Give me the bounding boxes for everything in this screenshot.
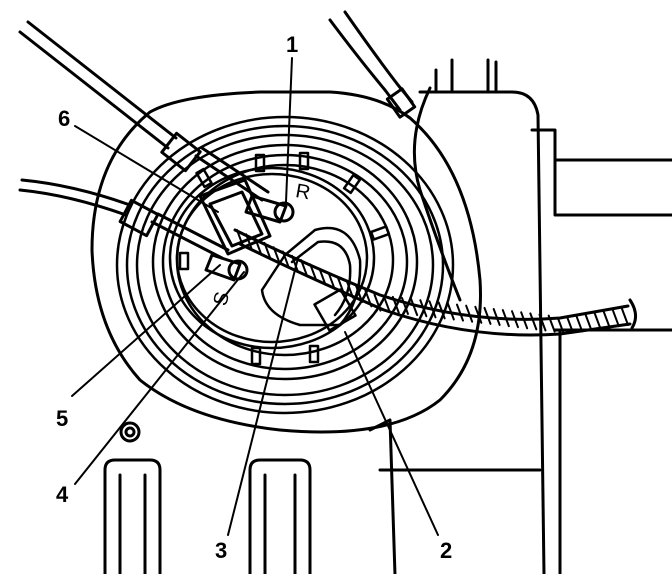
line-retainer-clip (198, 178, 272, 256)
harness-rib (538, 313, 547, 332)
leader-lines (71, 57, 439, 536)
harness-rib (336, 276, 345, 295)
leader-line-5 (71, 264, 221, 397)
callout-2: 2 (440, 538, 452, 563)
return-fuel-line (18, 20, 270, 202)
harness-rib (556, 316, 565, 335)
harness-rib (327, 272, 336, 291)
mounting-plate (90, 90, 482, 434)
callout-6: 6 (58, 106, 70, 131)
harness-rib (602, 310, 611, 329)
callout-3: 3 (215, 538, 227, 563)
harness-rib (410, 298, 419, 317)
callout-labels: 1 2 3 4 5 6 (56, 32, 452, 563)
harness-rib (547, 314, 556, 333)
harness-rib (281, 250, 290, 269)
harness-rib (593, 311, 602, 330)
harness-rib (456, 303, 464, 322)
harness-rib (245, 233, 254, 252)
harness-rib (575, 314, 584, 333)
harness-corrugation (236, 229, 629, 335)
harness-rib (382, 294, 391, 313)
harness-rib (355, 285, 364, 304)
harness-rib (483, 306, 492, 325)
harness-rib (254, 237, 263, 256)
harness-rib (511, 310, 519, 329)
harness-rib (272, 246, 281, 265)
harness-rib (318, 267, 327, 286)
harness-rib (437, 301, 446, 320)
harness-rib (492, 308, 501, 326)
lock-ring (115, 115, 455, 415)
harness-rib (501, 309, 510, 328)
wiring-harness (233, 228, 637, 337)
harness-rib (401, 297, 409, 315)
harness-rib (621, 307, 629, 326)
leader-line-1 (285, 57, 293, 203)
leader-line-3 (227, 257, 299, 536)
harness-rib (529, 312, 538, 331)
harness-rib (566, 315, 574, 334)
callout-1: 1 (286, 32, 298, 57)
harness-rib (584, 313, 593, 332)
harness-rib (364, 289, 373, 308)
harness-rib (373, 293, 382, 312)
harness-rib (474, 305, 483, 324)
harness-rib (428, 300, 437, 319)
callout-4: 4 (56, 482, 69, 507)
harness-rib (291, 254, 299, 273)
harness-rib (446, 302, 455, 321)
harness-rib (391, 295, 400, 314)
harness-rib (611, 309, 620, 328)
harness-rib (263, 241, 272, 260)
leader-line-4 (74, 271, 245, 485)
callout-5: 5 (56, 406, 68, 431)
harness-rib (300, 259, 309, 278)
harness-rib (465, 304, 474, 323)
harness-rib (309, 263, 318, 282)
harness-rib (419, 299, 428, 318)
supply-fuel-line (18, 178, 230, 260)
return-port-marking: R (294, 180, 312, 204)
leader-line-2 (344, 331, 439, 536)
harness-rib (520, 311, 529, 330)
tank-structure (103, 10, 672, 574)
leader-line-6 (74, 125, 219, 213)
sender-cap (168, 151, 391, 366)
harness-rib (346, 280, 354, 299)
harness-rib (236, 229, 244, 247)
